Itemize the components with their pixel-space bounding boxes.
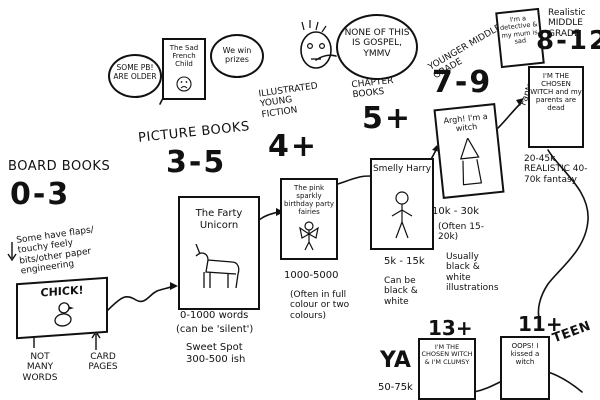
board-book-card: CHICK! (16, 276, 108, 340)
picture-word-note: (can be 'silent') (176, 324, 254, 335)
picture-books-age: 3-5 (166, 145, 227, 180)
mg-age: 8-12 (536, 26, 600, 56)
picture-word-count: 0-1000 words (180, 310, 249, 321)
picture-book-card: The Farty Unicorn (178, 196, 260, 310)
teen-book-card: OOPS! I kissed a witch (500, 336, 550, 400)
ymg-book-title: Argh! I'm a witch (443, 111, 489, 134)
line-mg-to-teen (537, 149, 589, 323)
author-face-icon (300, 31, 332, 69)
young-fiction-title: The pink sparkly birthday party fairies (283, 184, 335, 217)
author-hair (301, 20, 327, 33)
ya-book-card: I'M THE CHOSEN WITCH & I'M CLUMSY (418, 338, 476, 400)
ymg-word-note: (Often 15-20k) (438, 222, 484, 243)
ya-word-count: 50-75k (378, 382, 413, 393)
sad-face-icon (176, 76, 192, 92)
arrow-teen-out (547, 371, 583, 393)
gospel-bubble: NONE OF THIS IS GOSPEL, YMMV (336, 14, 418, 80)
picture-book-title: The Farty Unicorn (195, 208, 243, 231)
unicorn-icon (195, 244, 240, 289)
older-pb-bubble: SOME PB! ARE OLDER (108, 54, 162, 98)
young-word-count: 1000-5000 (284, 270, 339, 281)
down-arrow-note (7, 242, 17, 262)
chapter-word-note: Can be black & white (384, 276, 418, 307)
ymg-extra-note: Usually black & white illustrations (446, 252, 499, 294)
arrow-board-to-picture (107, 285, 173, 311)
mg-heading: Realistic MIDDLE GRADE (548, 8, 586, 39)
board-books-age: 0-3 (10, 177, 71, 212)
teen-book-title: OOPS! I kissed a witch (510, 342, 540, 367)
arrow-witch-to-ya (473, 381, 501, 393)
mg-chosen-witch-card: I'M THE CHOSEN WITCH and my parents are … (528, 66, 584, 148)
board-footnote-card: CARD PAGES (88, 352, 118, 373)
arrowhead-5 (516, 98, 524, 106)
ya-label: YA (380, 348, 411, 373)
arrow-ymg-to-mg (497, 103, 521, 129)
ymg-age: 7-9 (432, 65, 493, 100)
arrowhead-1 (170, 282, 178, 290)
board-books-heading: BOARD BOOKS (8, 159, 111, 174)
witch-icon (459, 136, 483, 186)
young-fiction-age: 4+ (268, 129, 319, 164)
win-prizes-text: We win prizes (222, 46, 252, 65)
mg-detective-title: I'm a detective & my mum is sad (499, 14, 539, 46)
picture-sweet-spot: Sweet Spot 300-500 ish (186, 342, 246, 365)
young-fiction-card: The pink sparkly birthday party fairies (280, 178, 338, 260)
fairy-icon (299, 221, 319, 251)
chick-icon (54, 302, 74, 327)
win-prizes-bubble: We win prizes (210, 34, 264, 78)
gospel-text: NONE OF THIS IS GOSPEL, YMMV (344, 28, 410, 59)
ya-book-title: I'M THE CHOSEN WITCH & I'M CLUMSY (421, 343, 473, 366)
ymg-book-card: Argh! I'm a witch (433, 103, 505, 199)
board-book-title: CHICK! (40, 283, 84, 300)
arrow-young-to-chapter (329, 175, 373, 187)
teen-age: 11+ (518, 312, 563, 336)
board-footnote-words: NOT MANY WORDS (22, 352, 58, 383)
sad-french-child-title: The Sad French Child (169, 44, 199, 69)
chapter-book-title: Smelly Harry (372, 164, 432, 174)
chapter-books-age: 5+ (362, 101, 413, 136)
older-pb-text: SOME PB! ARE OLDER (113, 63, 157, 81)
ymg-word-count: 10k - 30k (432, 206, 479, 217)
mg-word-count: 20-45k REALISTIC 40-70k fantasy (524, 154, 588, 185)
ya-age: 13+ (428, 316, 473, 340)
sad-french-child-card: The Sad French Child (162, 38, 206, 100)
young-word-note: (Often in full colour or two colours) (290, 290, 350, 321)
mg-chosen-witch-title: I'M THE CHOSEN WITCH and my parents are … (530, 72, 582, 113)
chapter-word-count: 5k - 15k (384, 256, 425, 267)
chapter-book-card: Smelly Harry (370, 158, 434, 250)
up-arrow-card (91, 330, 101, 350)
harry-icon (391, 191, 413, 239)
